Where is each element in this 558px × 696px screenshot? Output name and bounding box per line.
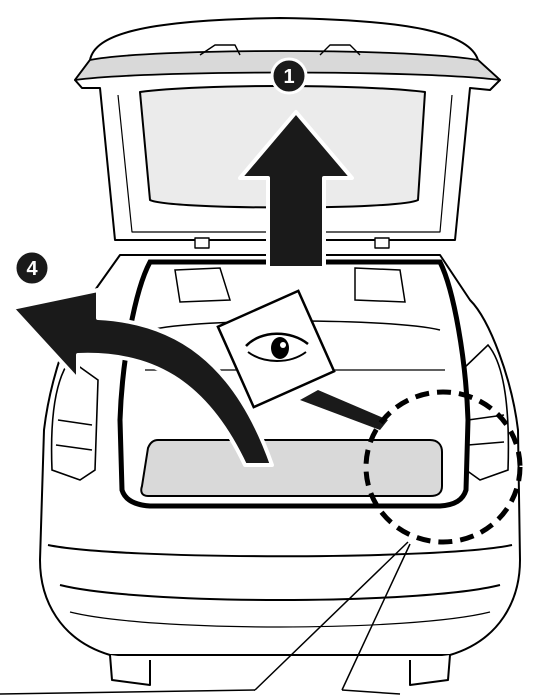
eye-inset bbox=[216, 289, 388, 430]
step-4-label: 4 bbox=[26, 258, 38, 280]
eye-icon bbox=[245, 332, 309, 362]
dashed-circle-highlight bbox=[363, 389, 523, 545]
step-1-badge: 1 bbox=[270, 57, 308, 95]
curved-arrow bbox=[10, 288, 274, 467]
upward-arrow bbox=[238, 110, 354, 270]
step-4-badge: 4 bbox=[13, 249, 51, 287]
tail-light-left bbox=[50, 358, 99, 481]
tail-light-right bbox=[461, 343, 510, 481]
step-1-label: 1 bbox=[283, 66, 294, 88]
leader-lines bbox=[0, 541, 411, 695]
